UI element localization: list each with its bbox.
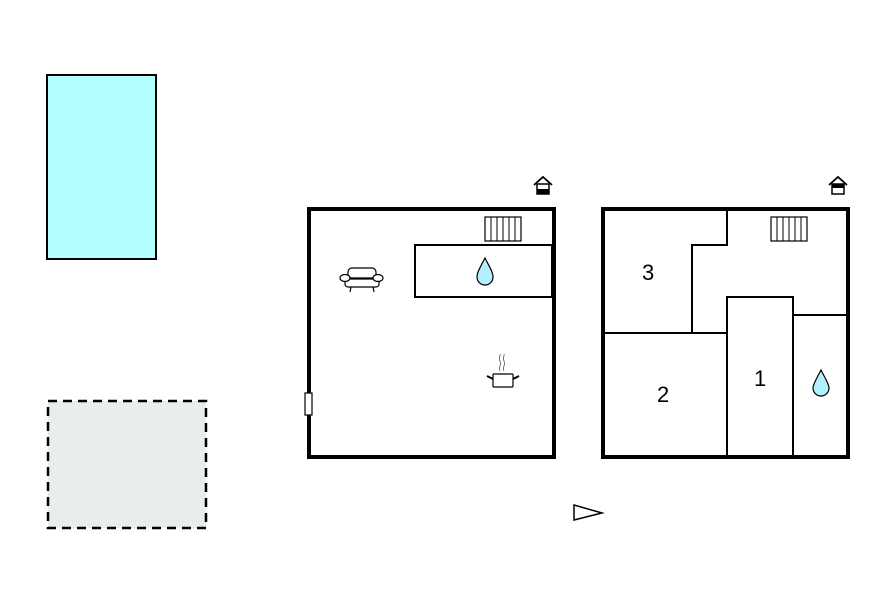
room-3-wall [691,211,728,333]
room-3-label: 3 [642,260,654,285]
first-floor: 3 2 1 [601,175,850,459]
ground-floor [304,175,556,459]
cooking-pot-icon [486,353,520,388]
ground-floor-bathroom [414,244,553,298]
terrace [46,399,208,530]
room-1-wall [726,296,794,455]
stairs-icon [484,216,522,242]
pool [46,74,157,260]
water-drop-icon [476,256,494,286]
room-2-label: 2 [657,382,669,407]
room-1-label: 1 [754,366,766,391]
direction-arrow-icon [573,504,605,521]
house-upper-floor-icon [828,175,848,195]
water-drop-icon [812,368,830,397]
sofa-icon [339,267,384,293]
door-icon [304,392,313,416]
stairs-icon [770,216,808,242]
house-ground-floor-icon [533,175,553,195]
